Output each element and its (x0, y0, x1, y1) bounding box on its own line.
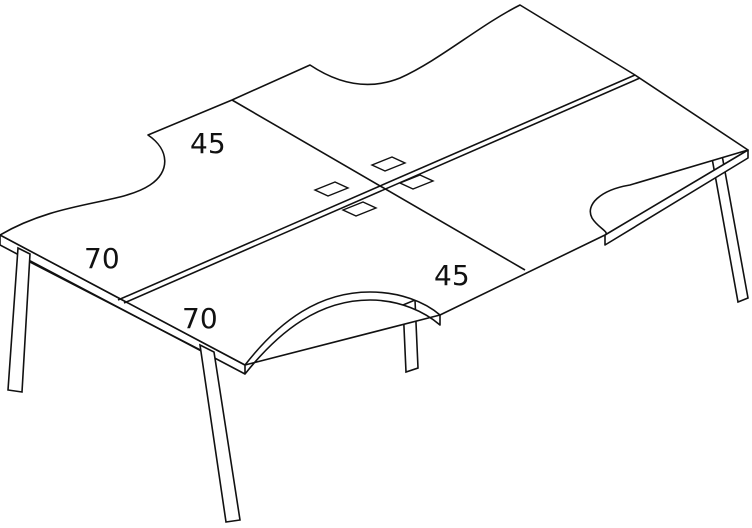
dimension-label: 45 (190, 127, 226, 160)
center-divider-2 (123, 77, 641, 304)
cross-divider (231, 99, 526, 271)
dimension-label: 70 (84, 242, 120, 275)
dimension-label: 45 (434, 259, 470, 292)
cable-ports (313, 156, 435, 217)
front-a-frame-leg (198, 343, 241, 523)
dimension-label: 70 (182, 302, 218, 335)
left-front-leg (7, 246, 211, 393)
center-divider (117, 74, 636, 301)
